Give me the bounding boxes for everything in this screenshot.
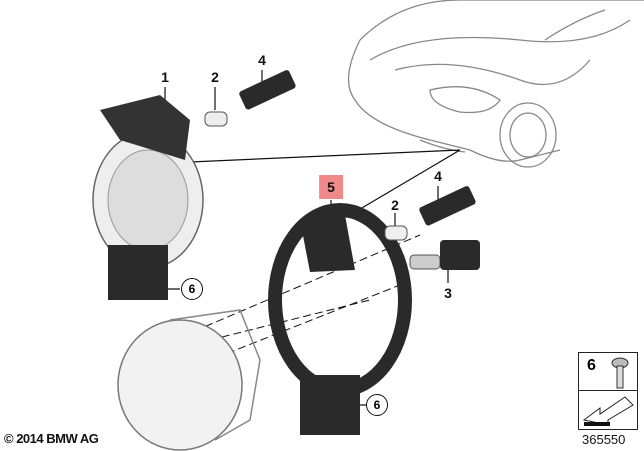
mounting-bracket: [268, 203, 412, 435]
bulb-2a: [204, 111, 228, 127]
fog-light-housing: [117, 309, 261, 451]
callout-6a[interactable]: 6: [181, 278, 203, 300]
callout-3[interactable]: 3: [444, 285, 452, 301]
callout-4a[interactable]: 4: [258, 52, 266, 68]
screw-icon: [611, 357, 629, 389]
arrow-shadow: [584, 422, 610, 426]
callout-5-highlighted[interactable]: 5: [319, 175, 343, 199]
legend-divider: [579, 390, 637, 391]
callout-1[interactable]: 1: [161, 69, 169, 85]
bulb-2b: [384, 225, 408, 241]
diagram-number: 365550: [582, 432, 626, 447]
connector-4b: [419, 186, 476, 226]
legend-part-number[interactable]: 6: [587, 357, 596, 374]
bulb-3: [409, 240, 480, 270]
callout-4b[interactable]: 4: [434, 168, 442, 184]
callout-2b[interactable]: 2: [391, 197, 399, 213]
copyright: © 2014 BMW AG: [4, 431, 99, 446]
car-outline: [347, 0, 644, 168]
callout-6b[interactable]: 6: [366, 394, 388, 416]
parts-legend: 6: [578, 352, 638, 430]
fog-light-assembly: [92, 95, 204, 300]
connector-4a: [239, 70, 296, 110]
callout-2a[interactable]: 2: [211, 69, 219, 85]
